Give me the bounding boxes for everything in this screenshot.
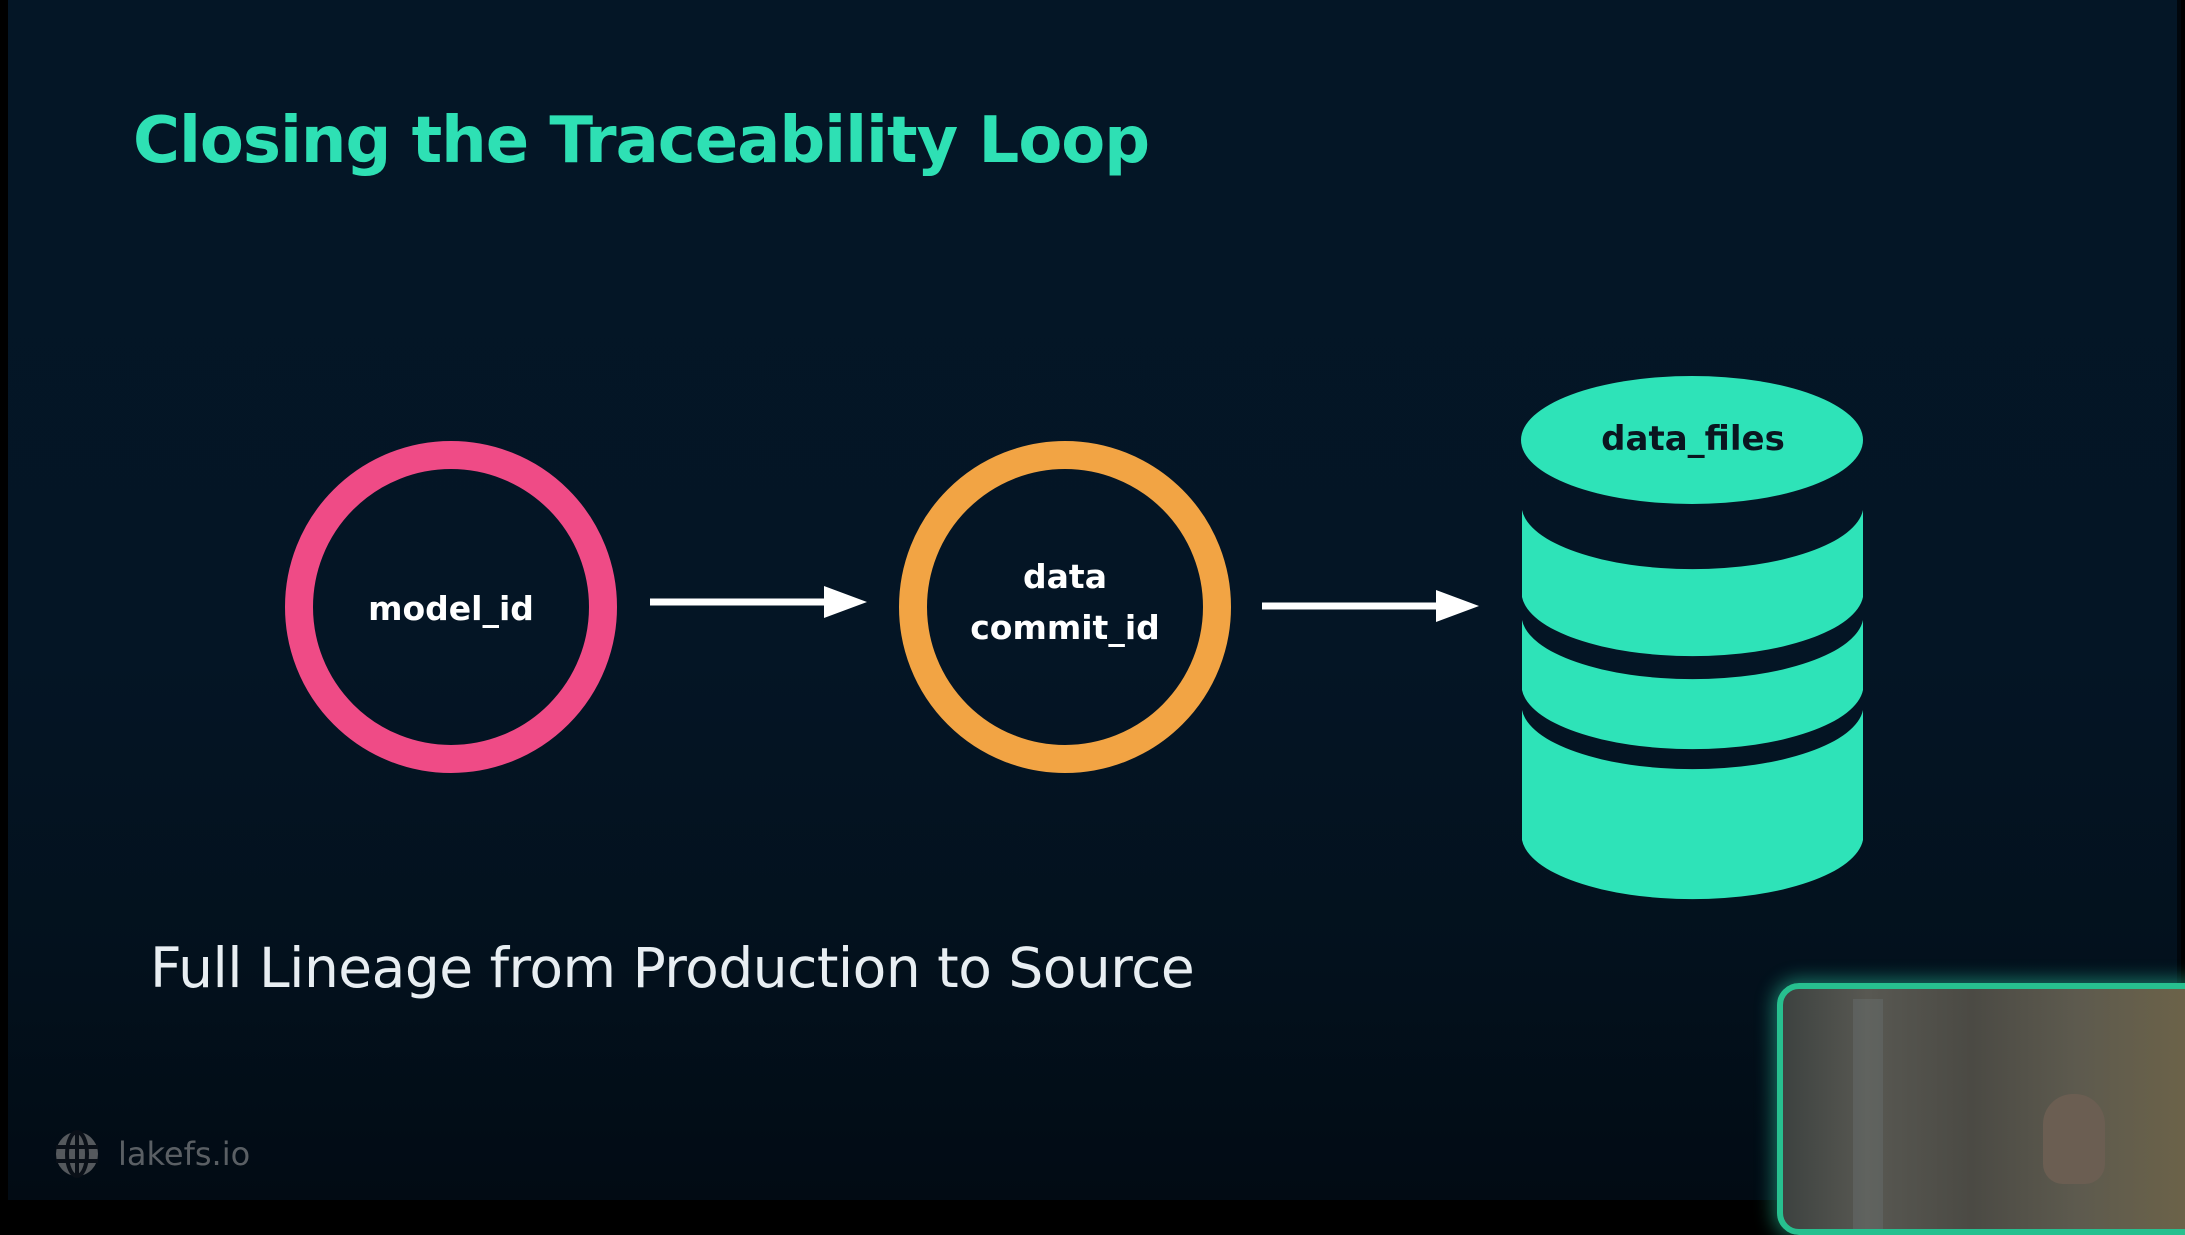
globe-icon <box>56 1130 98 1178</box>
arrow-model-to-commit <box>650 586 867 618</box>
presenter-webcam <box>1777 983 2185 1235</box>
commit-id-ring <box>899 441 1231 773</box>
webcam-background <box>1853 999 1883 1229</box>
data-files-label: data_files <box>1601 419 1785 459</box>
database-icon <box>1521 376 1863 900</box>
model-id-label: model_id <box>368 589 534 628</box>
slide-subtitle: Full Lineage from Production to Source <box>150 936 1195 1000</box>
lineage-diagram <box>285 376 1863 900</box>
arrow-commit-to-files <box>1262 590 1479 622</box>
slide-edge <box>2177 0 2181 1200</box>
commit-id-label-line1: data <box>1023 557 1107 596</box>
presenter-silhouette <box>2043 1094 2105 1184</box>
commit-id-label-line2: commit_id <box>970 608 1160 647</box>
brand-text: lakefs.io <box>118 1135 251 1173</box>
slide-title: Closing the Traceability Loop <box>133 104 1150 178</box>
brand-footer: lakefs.io <box>54 1130 250 1178</box>
model-id-ring <box>285 441 617 773</box>
